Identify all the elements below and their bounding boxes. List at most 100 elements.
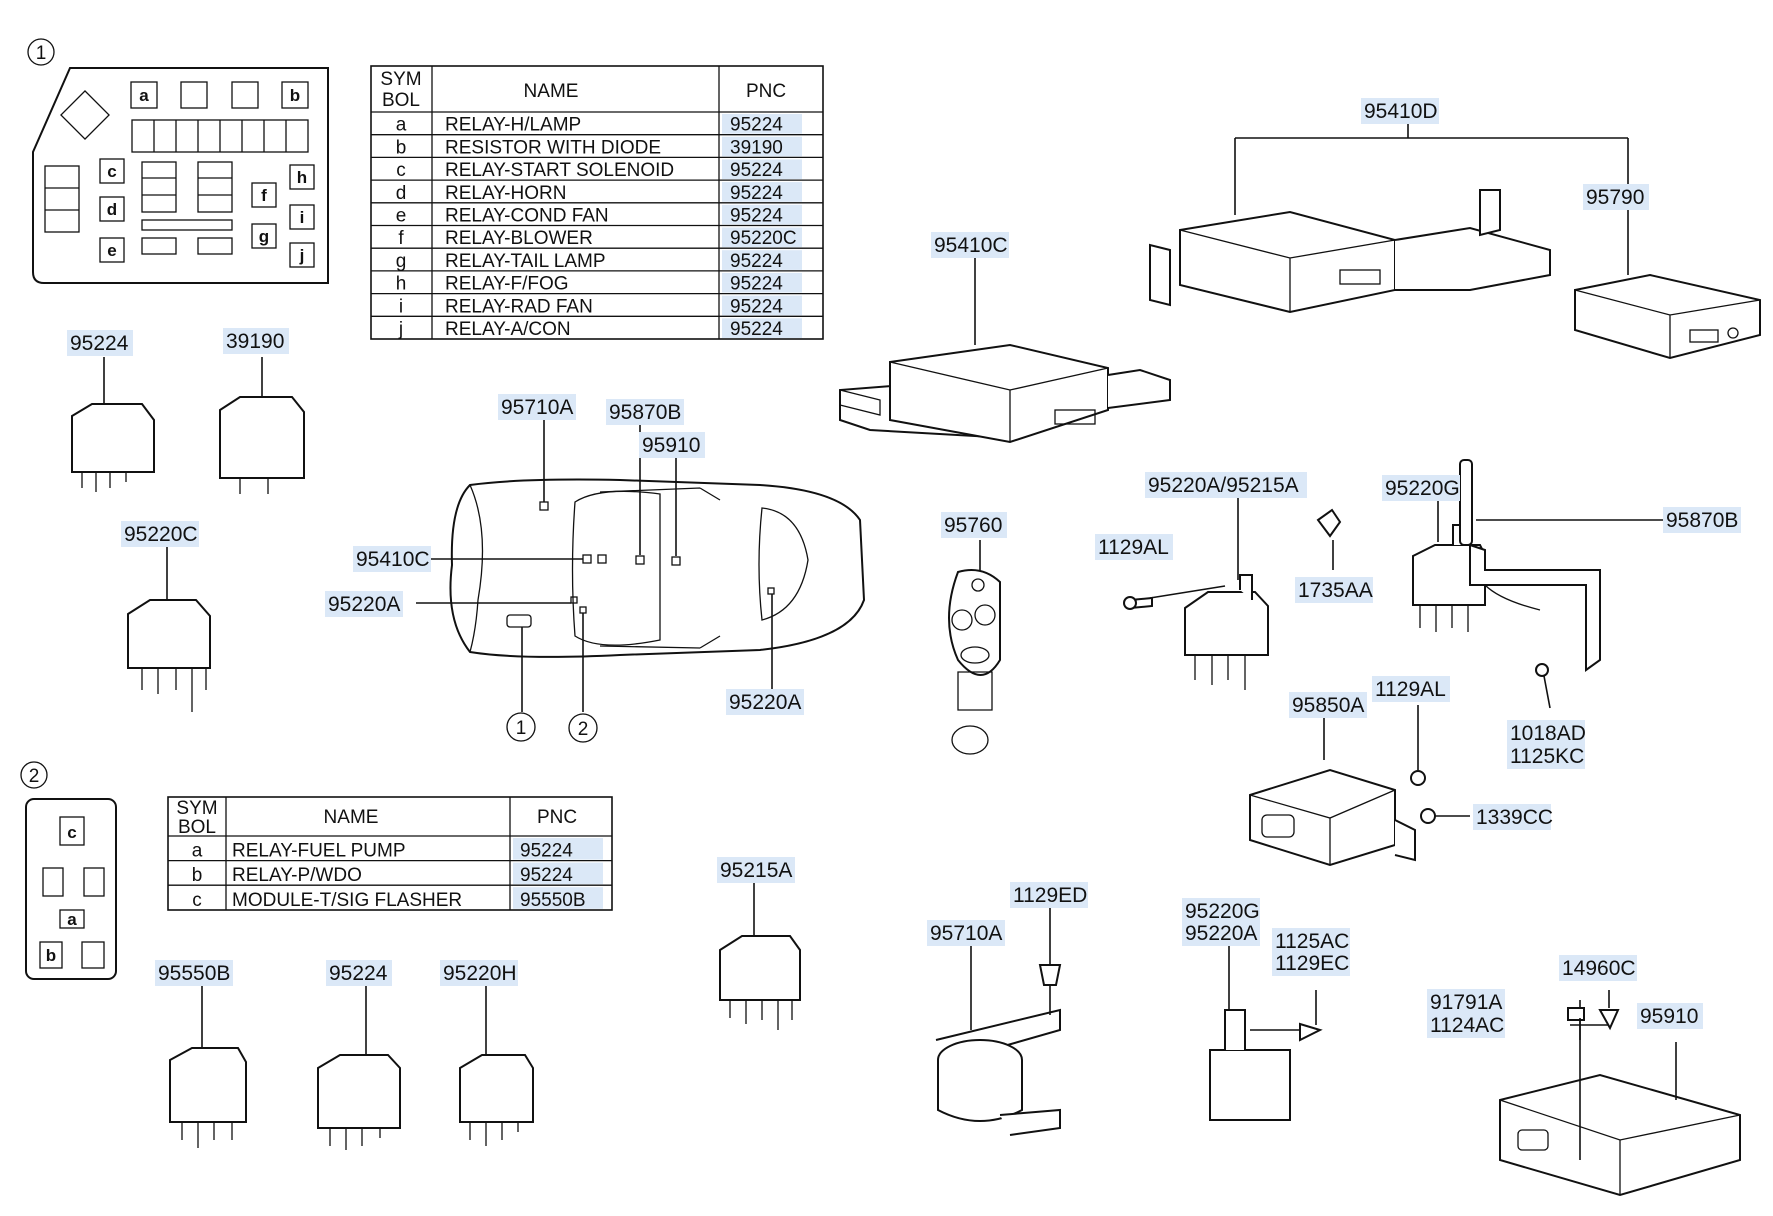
label-p14960c: 14960C (1562, 957, 1636, 980)
label-p95220h: 95220H (443, 962, 517, 985)
label-p1129al-a: 1129AL (1098, 536, 1169, 559)
label-p1125ac: 1125AC (1275, 930, 1349, 953)
box1-letter-b: b (290, 86, 300, 105)
table1-row-sym: g (396, 251, 407, 272)
table1-row-sym: e (396, 206, 407, 227)
table1-row-sym: h (396, 274, 407, 295)
relay-95220g-95220a (1209, 945, 1323, 1121)
label-p95220a-car-right: 95220A (729, 691, 801, 714)
table2-row-sym: b (192, 865, 203, 886)
table2-row-pnc: 95224 (520, 841, 573, 862)
module-95910 (1499, 990, 1741, 1197)
label-p95790: 95790 (1586, 186, 1644, 209)
table1-row-pnc: 39190 (730, 137, 783, 158)
table2-row-pnc: 95550B (520, 890, 586, 911)
label-p95220c: 95220C (124, 523, 198, 546)
table2-sym-header-2: BOL (178, 817, 216, 838)
label-p95220a-car-left: 95220A (328, 593, 400, 616)
relay-95550b (169, 985, 247, 1148)
box1-letter-h: h (297, 168, 307, 187)
car-marker-2: 2 (578, 719, 589, 740)
label-p91791a: 91791A (1430, 991, 1502, 1014)
label-p95760: 95760 (944, 514, 1002, 537)
table1-row-sym: a (396, 115, 407, 136)
keyfob-95760 (948, 540, 1001, 755)
box1-letter-j: j (299, 246, 305, 265)
table2-row-sym: a (192, 841, 203, 862)
label-p95870b-car: 95870B (609, 401, 681, 424)
relay-box-1: a b c d e f g h i j (32, 67, 329, 284)
table1-sym-header-1: SYM (380, 69, 421, 90)
table1-row-sym: j (398, 319, 403, 340)
label-p1125kc: 1125KC (1510, 745, 1584, 768)
label-p95710a: 95710A (930, 922, 1002, 945)
table1-row-pnc: 95220C (730, 228, 797, 249)
sensor-95710a (935, 907, 1062, 1136)
label-p1735aa: 1735AA (1298, 579, 1373, 602)
box1-letter-f: f (261, 186, 267, 205)
relay-95224-top (71, 357, 155, 492)
relay-95224-bottom (317, 985, 401, 1150)
table1-row-sym: b (396, 137, 407, 158)
table2-sym-header-1: SYM (176, 798, 217, 819)
label-p95910: 95910 (1640, 1005, 1698, 1028)
relay-95215a (719, 882, 801, 1030)
label-p1129ed: 1129ED (1013, 884, 1087, 907)
table2-row-name: MODULE-T/SIG FLASHER (232, 890, 462, 911)
table1-row-pnc: 95224 (730, 296, 783, 317)
label-p1129al-b: 1129AL (1375, 678, 1446, 701)
table1-row-pnc: 95224 (730, 251, 783, 272)
label-p95410c: 95410C (934, 234, 1008, 257)
table1-row-name: RELAY-HORN (445, 183, 566, 204)
label-p95215a: 95215A (720, 859, 792, 882)
table2-name-header: NAME (324, 807, 379, 828)
marker-2-text: 2 (29, 766, 40, 787)
box1-letter-i: i (300, 208, 305, 227)
screw-1018ad (1535, 663, 1551, 709)
box1-letter-c: c (107, 162, 116, 181)
table2-row-pnc: 95224 (520, 865, 573, 886)
table1-row-pnc: 95224 (730, 206, 783, 227)
relay-39190 (219, 357, 305, 494)
label-p95870b: 95870B (1666, 509, 1738, 532)
label-p1339cc: 1339CC (1476, 806, 1553, 829)
table1-row-pnc: 95224 (730, 160, 783, 181)
box1-letter-d: d (107, 200, 117, 219)
relay-95220h (459, 985, 534, 1146)
marker-1-text: 1 (36, 43, 47, 64)
marker-2: 2 (20, 761, 48, 789)
label-p95220a-b: 95220A (1185, 922, 1257, 945)
box1-letter-g: g (259, 227, 269, 246)
table1-row-sym: d (396, 183, 407, 204)
antenna-95870b (1459, 459, 1664, 672)
table1-row-name: RELAY-RAD FAN (445, 296, 593, 317)
label-p1018ad: 1018AD (1510, 722, 1586, 745)
label-p95410c-car: 95410C (356, 548, 430, 571)
box2-letter-c: c (67, 823, 76, 842)
module-95410d (1149, 122, 1629, 314)
table1-row-pnc: 95224 (730, 183, 783, 204)
box1-letter-a: a (139, 86, 149, 105)
module-95850a (1249, 705, 1470, 867)
label-p95710a-car: 95710A (501, 396, 573, 419)
table1-row-sym: f (398, 228, 404, 249)
table2-pnc-header: PNC (537, 807, 577, 828)
car-layout: 1 2 (416, 418, 866, 743)
label-p95220g-a: 95220G (1385, 477, 1460, 500)
table1-row-name: RELAY-TAIL LAMP (445, 251, 606, 272)
table1-row-name: RELAY-F/FOG (445, 274, 569, 295)
label-p95550b: 95550B (158, 962, 230, 985)
relay-95220a-95215a (1123, 498, 1269, 690)
box1-slot-b (281, 81, 309, 109)
box1-letter-e: e (107, 241, 116, 260)
table2-row-sym: c (192, 890, 202, 911)
box1-slot-a (130, 81, 158, 109)
label-p95224-bottom: 95224 (329, 962, 388, 985)
relay-95220c (127, 547, 211, 712)
label-p95850a: 95850A (1292, 694, 1364, 717)
